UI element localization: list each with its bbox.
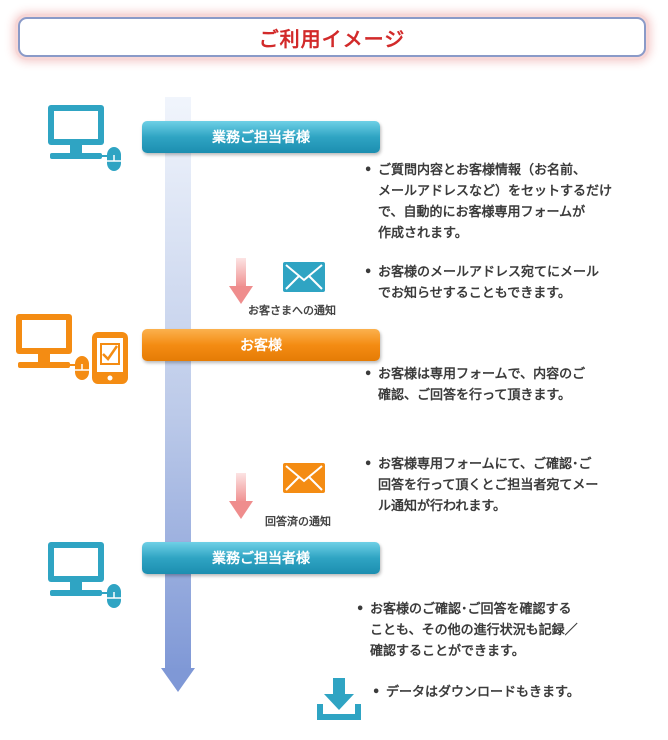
note-line: 作成されます。 — [378, 226, 468, 241]
page-title: ご利用イメージ — [258, 26, 406, 51]
stage-label: 業務ご担当者様 — [212, 130, 310, 146]
note: ご質問内容とお客様情報（お名前、 メールアドレスなど）をセットするだけ で、自動… — [364, 160, 668, 244]
timeline — [165, 97, 191, 672]
note-line: お客様のメールアドレス宛てにメール — [378, 265, 600, 280]
note-line: データはダウンロードもきます。 — [386, 685, 580, 700]
note: お客様のメールアドレス宛てにメール でお知らせすることもできます。 — [364, 262, 668, 304]
note-line: お客様専用フォームにて、ご確認･ご — [378, 457, 592, 472]
down-arrow-icon — [229, 258, 253, 304]
note-line: 確認することができます。 — [370, 644, 525, 659]
computer-icon — [48, 105, 121, 171]
stage-bar-staff: 業務ご担当者様 — [142, 121, 380, 153]
note-line: で、自動的にお客様専用フォームが — [378, 205, 586, 220]
notification-caption: 回答済の通知 — [265, 515, 331, 528]
timeline-arrow-head — [161, 668, 195, 692]
notification-caption: お客さまへの通知 — [248, 304, 336, 317]
note: お客様のご確認･ご回答を確認する ことも、その他の進行状況も記録／ 確認すること… — [356, 599, 668, 662]
computer-icon — [16, 314, 89, 380]
stage-label: 業務ご担当者様 — [212, 551, 310, 567]
note-line: メールアドレスなど）をセットするだけ — [378, 184, 613, 199]
note: お客様専用フォームにて、ご確認･ご 回答を行って頂くとご担当者宛てメー ル通知が… — [364, 454, 668, 517]
note-line: ル通知が行われます。 — [378, 499, 507, 514]
title-box: ご利用イメージ — [18, 17, 646, 57]
tablet-icon — [92, 332, 128, 384]
down-arrow-icon — [229, 473, 253, 519]
note-line: お客様は専用フォームで、内容のご — [378, 367, 586, 382]
note-line: ことも、その他の進行状況も記録／ — [370, 623, 578, 638]
mail-icon — [283, 463, 325, 493]
stage-bar-staff: 業務ご担当者様 — [142, 542, 380, 574]
note-line: でお知らせすることもできます。 — [378, 286, 571, 301]
note-line: 確認、ご回答を行って頂きます。 — [378, 388, 572, 403]
download-icon — [317, 678, 361, 720]
mail-icon — [283, 262, 325, 292]
note-line: 回答を行って頂くとご担当者宛てメー — [378, 478, 599, 493]
note: データはダウンロードもきます。 — [372, 682, 666, 703]
note-line: ご質問内容とお客様情報（お名前、 — [378, 163, 587, 178]
stage-bar-customer: お客様 — [142, 329, 380, 361]
note-line: お客様のご確認･ご回答を確認する — [370, 602, 572, 617]
computer-icon — [48, 542, 121, 608]
stage-label: お客様 — [240, 338, 282, 354]
note: お客様は専用フォームで、内容のご 確認、ご回答を行って頂きます。 — [364, 364, 668, 406]
